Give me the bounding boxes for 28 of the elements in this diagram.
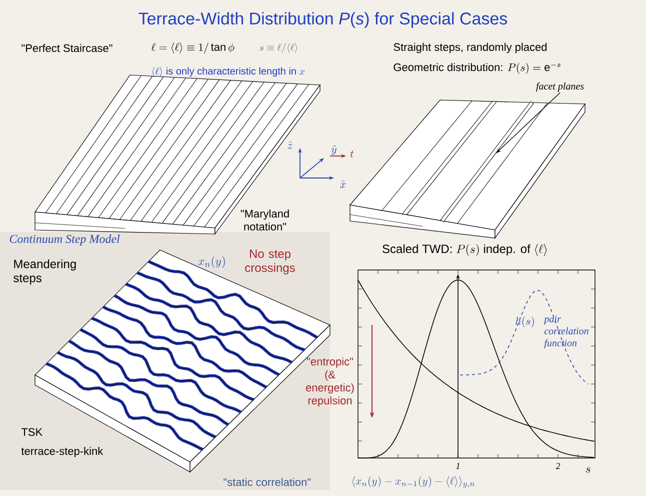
formula: $\ell = \langle\ell\rangle \equiv 1/\tan\phi$ xyxy=(151,42,234,54)
formula: $\mbox{Geometric distribution: }P(s) = \mathrm{e}^{-s}$ xyxy=(394,62,560,74)
axis-label: $\hat{y}$ xyxy=(331,145,336,155)
note: "static correlation" xyxy=(224,478,311,486)
note: terrace-step-kink xyxy=(21,446,104,458)
heading: "Perfect Staircase" xyxy=(22,44,112,52)
formula: $\langle x_n(y) - x_{n-1}(y) - \langle\ell\rangle\rangle_{y,n}$ xyxy=(352,476,475,488)
tick-label: 1 xyxy=(456,463,460,469)
note: Meandering steps xyxy=(14,259,76,285)
formula: $s \equiv \ell/\langle\ell\rangle$ xyxy=(260,43,298,54)
tick-label: 2 xyxy=(556,463,560,469)
handwritten-note: facet planes xyxy=(536,82,584,92)
note: "Maryland notation" xyxy=(240,209,289,231)
note: "entropic" (& energetic) repulsion xyxy=(306,357,354,407)
axis-label: $\hat{z}$ xyxy=(288,141,292,149)
handwritten-note: pair correlation function xyxy=(544,316,588,348)
title: Terrace-Width Distribution P(s) for Special Cases xyxy=(138,12,508,28)
handwritten-note: $x_n(y)$ xyxy=(198,256,225,268)
heading: $\mbox{Scaled TWD: }P(s)\mbox{ indep. of }\langle\ell\rangle$ xyxy=(382,244,547,256)
axis-label: $t$ xyxy=(350,150,354,158)
heading: Straight steps, randomly placed xyxy=(394,42,547,54)
handwritten-note: $h(s)$ xyxy=(516,316,534,328)
note: No step crossings xyxy=(245,250,295,274)
axis-label: $s$ xyxy=(586,467,590,473)
handwritten-note: Continuum Step Model xyxy=(10,234,120,246)
note: TSK xyxy=(21,428,42,436)
formula: $\langle\ell\rangle\ \mbox{is only characteristic length in}\ x$ xyxy=(152,67,305,78)
axis-label: $\hat{x}$ xyxy=(340,180,346,188)
